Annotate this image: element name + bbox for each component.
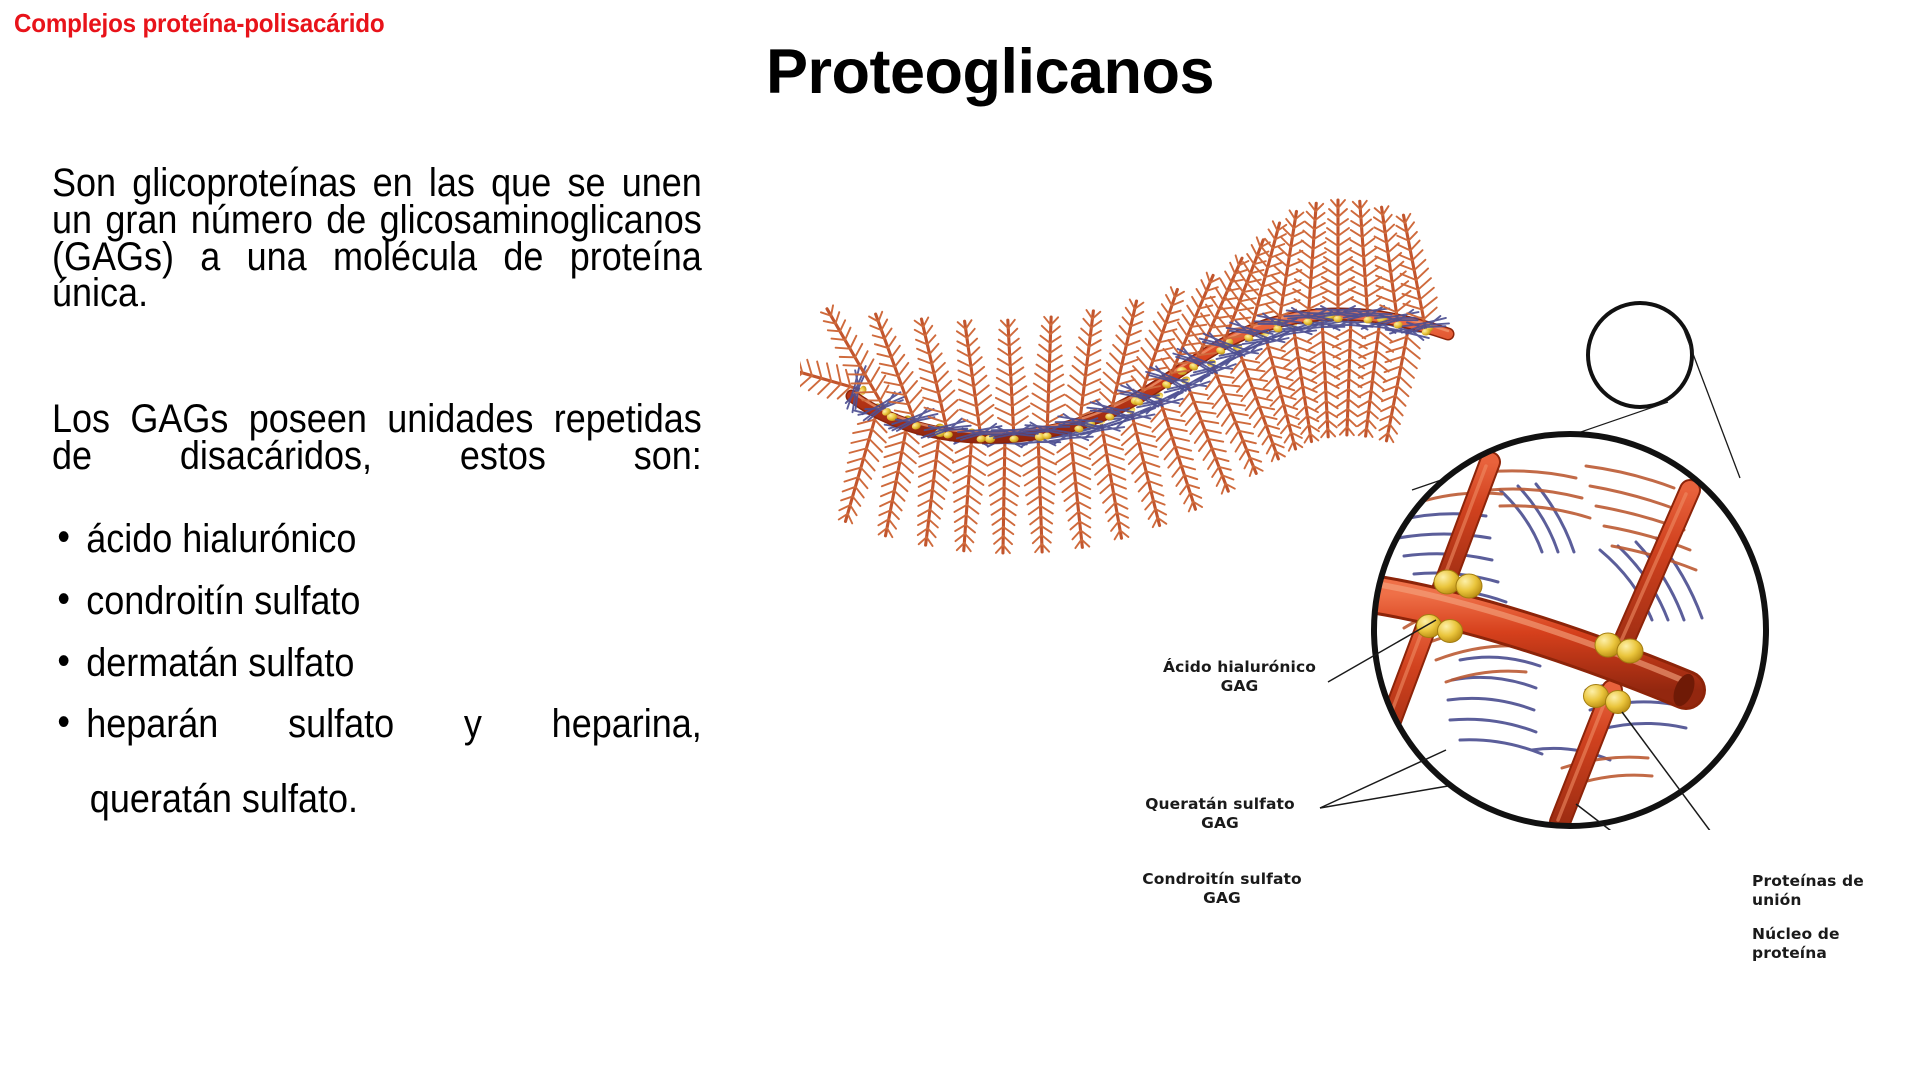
- label-leader-lines: [1319, 619, 1711, 830]
- list-item: • condroitín sulfato: [52, 576, 702, 621]
- label-line2: unión: [1752, 890, 1802, 909]
- bullet-marker: •: [57, 576, 71, 621]
- slide-kicker: Complejos proteína-polisacárido: [14, 8, 385, 38]
- leader-proteinas: [1621, 711, 1711, 830]
- magnified-hyaluronan-backbone: [1374, 574, 1706, 710]
- callout-small-circle: [1586, 301, 1694, 409]
- list-item-label: dermatán sulfato: [86, 640, 355, 685]
- bullet-marker: •: [57, 638, 71, 683]
- proteoglycan-diagram: [800, 190, 1920, 830]
- leader-queratan-b: [1319, 785, 1449, 809]
- label-line2: GAG: [1220, 676, 1259, 695]
- link-proteins: [1416, 569, 1644, 714]
- label-nucleo-de-proteina: Núcleo de proteína: [1752, 925, 1902, 963]
- list-item-label-line2: queratán sulfato.: [89, 777, 359, 822]
- callout-circle-outline: [1586, 301, 1694, 409]
- gag-list: • ácido hialurónico • condroitín sulfato…: [52, 515, 702, 822]
- list-item-label: condroitín sulfato: [86, 578, 361, 623]
- list-item: • ácido hialurónico: [52, 515, 702, 560]
- bullet-marker: •: [57, 515, 71, 560]
- label-acido-hialuronico: Ácido hialurónico GAG: [1162, 658, 1317, 696]
- label-proteinas-de-union: Proteínas de unión: [1752, 872, 1902, 910]
- label-line2: proteína: [1752, 943, 1827, 962]
- label-line1: Queratán sulfato: [1145, 795, 1295, 813]
- label-line1: Proteínas de: [1752, 872, 1864, 890]
- magnified-detail-circle: [1371, 431, 1769, 829]
- label-line1: Condroitín sulfato: [1142, 870, 1302, 888]
- leader-nucleo: [1575, 803, 1612, 830]
- list-item-label-line1: heparán sulfato y heparina,: [86, 702, 702, 747]
- label-line2: GAG: [1203, 888, 1241, 907]
- list-item: • heparán sulfato y heparina, queratán s…: [52, 700, 702, 822]
- diagram-canvas: [800, 198, 1769, 830]
- label-line1: Ácido hialurónico: [1163, 658, 1316, 676]
- paragraph-gags-intro: Los GAGs poseen unidades repetidas de di…: [52, 396, 702, 478]
- label-condroitin-sulfato: Condroitín sulfato GAG: [1132, 870, 1312, 908]
- magnified-circle-outline: [1371, 431, 1769, 829]
- label-line2: GAG: [1201, 813, 1239, 832]
- leader-hialuronico: [1327, 619, 1437, 683]
- aggregate-molecule: [800, 198, 1455, 555]
- label-queratan-sulfato: Queratán sulfato GAG: [1130, 795, 1310, 833]
- page-title: Proteoglicanos: [765, 37, 1215, 107]
- paragraph-definition: Son glicoproteínas en las que se unen un…: [52, 161, 702, 316]
- leader-queratan-a: [1319, 749, 1447, 809]
- bullet-marker: •: [57, 700, 71, 745]
- body-text-column: Son glicoproteínas en las que se unen un…: [52, 161, 702, 843]
- label-line1: Núcleo de: [1752, 925, 1840, 943]
- list-item-label: ácido hialurónico: [86, 517, 357, 562]
- list-item: • dermatán sulfato: [52, 638, 702, 683]
